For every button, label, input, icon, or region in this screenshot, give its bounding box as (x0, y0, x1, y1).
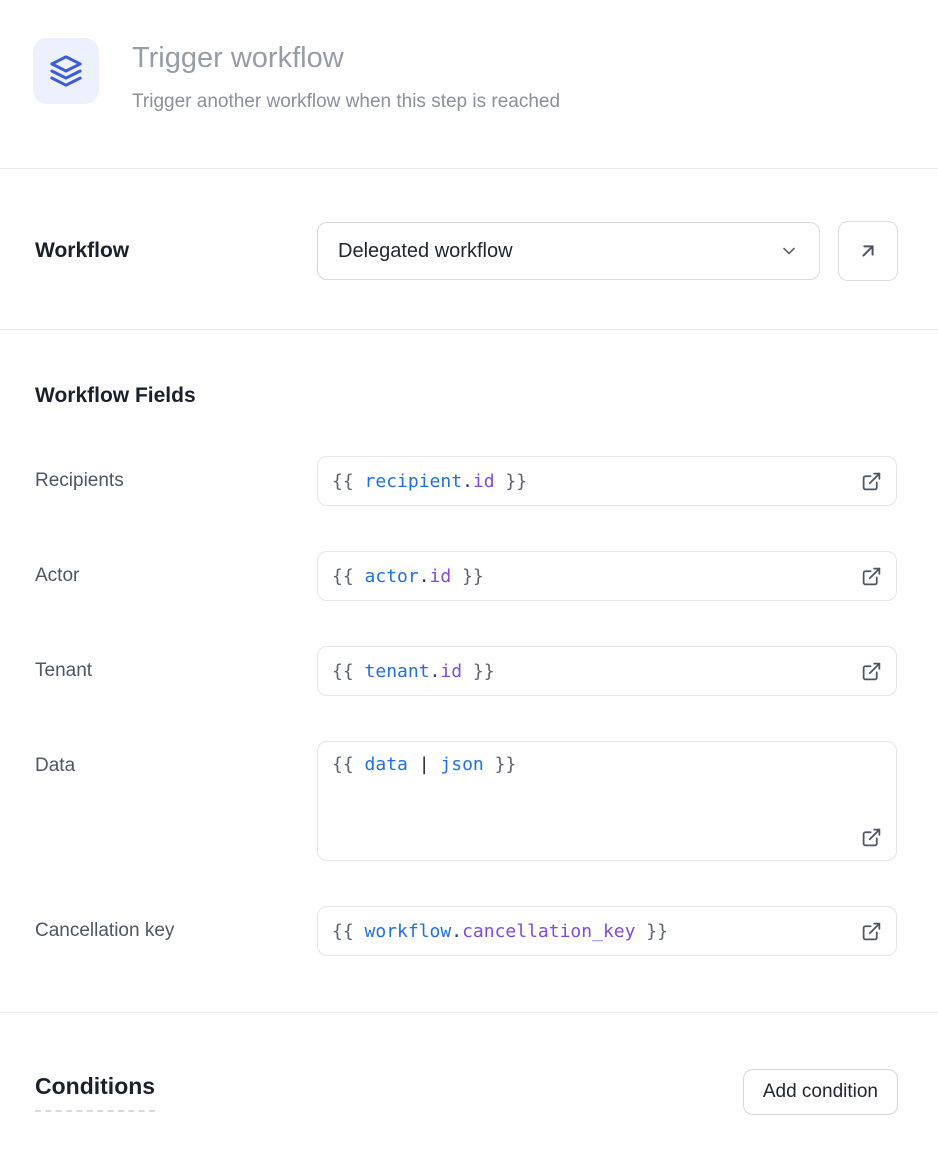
layers-icon (49, 54, 83, 88)
step-icon-box (33, 38, 99, 104)
step-subtitle: Trigger another workflow when this step … (132, 89, 560, 115)
field-row: Cancellation key {{ workflow.cancellatio… (35, 906, 897, 956)
field-input[interactable]: {{ recipient.id }} (317, 456, 897, 506)
conditions-section: Conditions Add condition (0, 1013, 938, 1115)
external-link-icon[interactable] (861, 827, 882, 848)
field-row: Actor {{ actor.id }} (35, 551, 897, 601)
workflow-select[interactable]: Delegated workflow (317, 222, 820, 280)
field-row: Tenant {{ tenant.id }} (35, 646, 897, 696)
field-value: {{ tenant.id }} (332, 661, 495, 682)
external-link-icon[interactable] (861, 566, 882, 587)
field-value: {{ data | json }} (332, 754, 516, 775)
add-condition-button[interactable]: Add condition (743, 1069, 898, 1115)
step-header: Trigger workflow Trigger another workflo… (0, 0, 938, 115)
field-label: Cancellation key (35, 906, 317, 956)
field-input[interactable]: {{ tenant.id }} (317, 646, 897, 696)
field-value: {{ workflow.cancellation_key }} (332, 921, 668, 942)
chevron-down-icon (779, 241, 799, 261)
external-link-icon[interactable] (861, 661, 882, 682)
workflow-select-value: Delegated workflow (338, 240, 513, 263)
workflow-fields-heading: Workflow Fields (35, 382, 897, 410)
divider (0, 168, 938, 169)
field-row: Data {{ data | json }} (35, 741, 897, 861)
fields-list: Recipients {{ recipient.id }} Actor {{ a… (35, 456, 897, 956)
external-link-icon[interactable] (861, 921, 882, 942)
workflow-label: Workflow (35, 239, 317, 263)
workflow-row: Workflow Delegated workflow (35, 221, 898, 281)
field-label: Recipients (35, 456, 317, 506)
field-label: Data (35, 741, 317, 861)
field-input[interactable]: {{ workflow.cancellation_key }} (317, 906, 897, 956)
conditions-heading[interactable]: Conditions (35, 1073, 155, 1112)
arrow-up-right-icon (857, 240, 879, 262)
field-input[interactable]: {{ actor.id }} (317, 551, 897, 601)
field-input[interactable]: {{ data | json }} (317, 741, 897, 861)
external-link-icon[interactable] (861, 471, 882, 492)
field-row: Recipients {{ recipient.id }} (35, 456, 897, 506)
step-header-text: Trigger workflow Trigger another workflo… (132, 38, 560, 115)
field-value: {{ actor.id }} (332, 566, 484, 587)
field-label: Actor (35, 551, 317, 601)
step-title: Trigger workflow (132, 40, 560, 76)
open-workflow-button[interactable] (838, 221, 898, 281)
field-label: Tenant (35, 646, 317, 696)
field-value: {{ recipient.id }} (332, 471, 527, 492)
workflow-fields-section: Workflow Fields Recipients {{ recipient.… (0, 330, 938, 956)
